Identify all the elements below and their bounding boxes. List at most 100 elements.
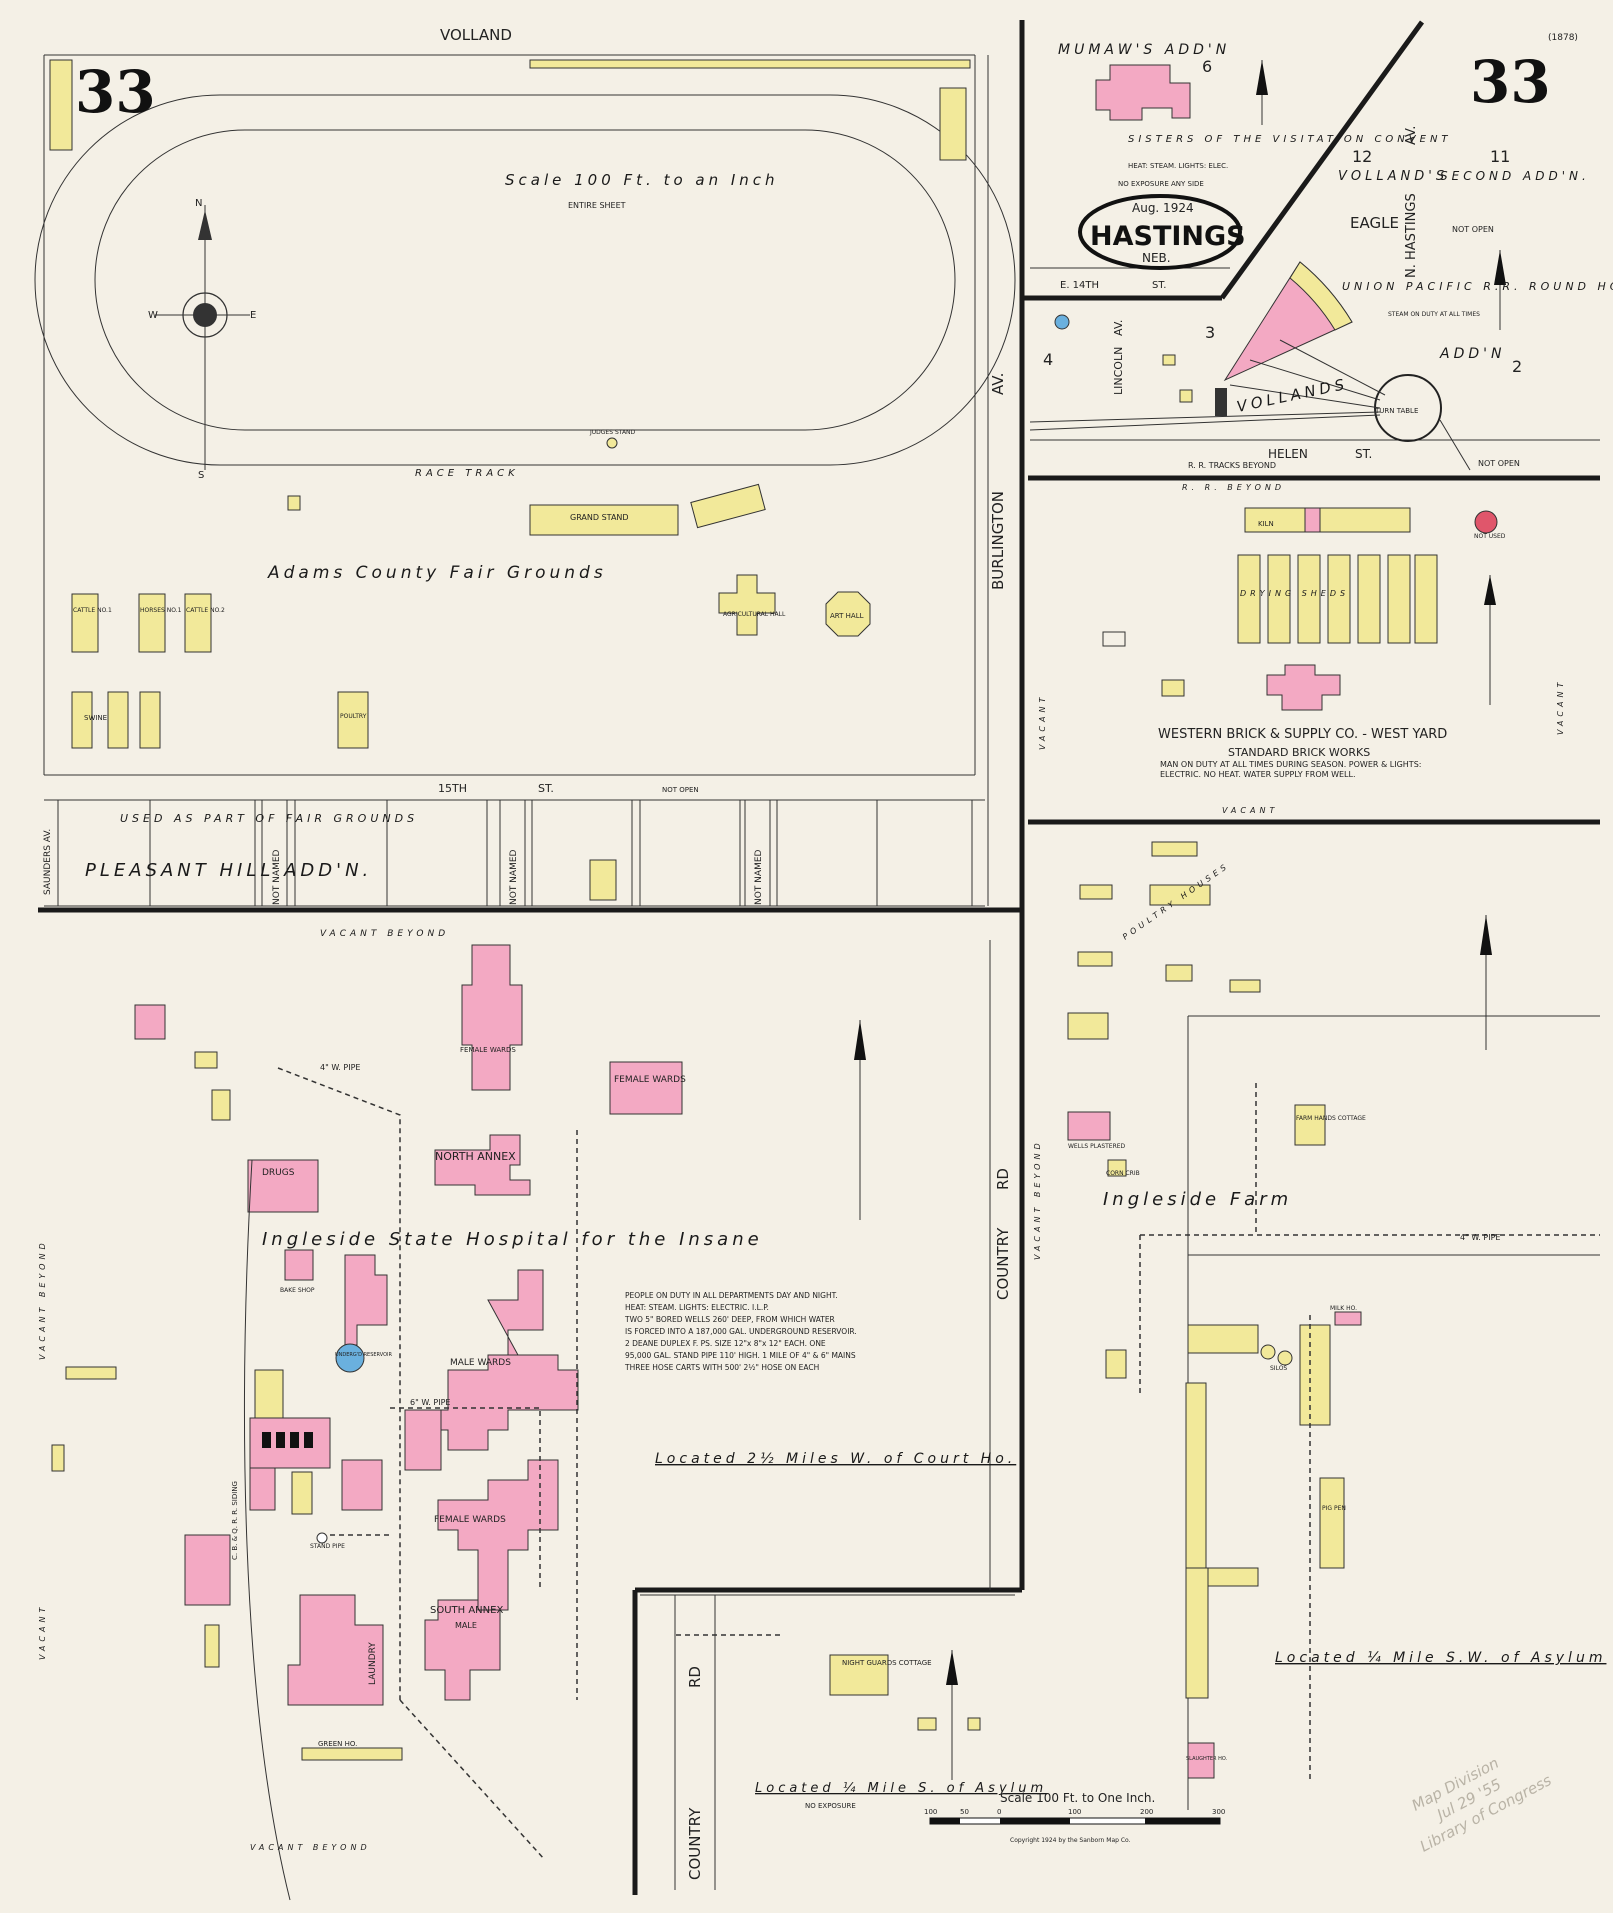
grand-stand-label: GRAND STAND: [570, 513, 629, 522]
scale-tick-4: 100: [1068, 1808, 1081, 1816]
cow-barn: [1299, 1324, 1331, 1426]
street-country-rd-b: RD: [994, 1168, 1012, 1190]
night-guards-label: NIGHT GUARDS COTTAGE: [842, 1659, 932, 1667]
long-shed-2: [1185, 1567, 1209, 1699]
brickworks-name: WESTERN BRICK & SUPPLY CO. - WEST YARD: [1158, 727, 1447, 742]
shed-2: [51, 1444, 65, 1472]
ingleside-farm: [1067, 841, 1600, 1780]
south-annex: [424, 1599, 501, 1701]
lot-shed: [589, 859, 617, 901]
north-annex: [434, 1134, 531, 1196]
kiln-label: KILN: [1258, 520, 1274, 528]
street-saunders: SAUNDERS AV.: [43, 829, 53, 895]
convent-exposure: NO EXPOSURE ANY SIDE: [1118, 180, 1204, 188]
north-arrow-icon-5: [1480, 915, 1492, 955]
art-hall-label: ART HALL: [830, 612, 864, 620]
green-house: [301, 1747, 403, 1761]
roundhouse-name: UNION PACIFIC R.R. ROUND HO.: [1342, 280, 1613, 293]
scale-tick-2: 50: [960, 1808, 969, 1816]
block-11: 11: [1490, 147, 1510, 166]
convent-note: HEAT: STEAM. LIGHTS: ELEC.: [1128, 162, 1228, 170]
wells-label: WELLS PLASTERED: [1068, 1143, 1126, 1150]
convent-name: SISTERS OF THE VISITATION CONVENT: [1128, 134, 1452, 145]
swine-barn-1: [71, 691, 93, 749]
sheet-number-left: 33: [75, 58, 156, 126]
vacant-beyond-west: VACANT BEYOND: [38, 1239, 47, 1360]
press-room: [1266, 664, 1341, 711]
poultry-house: [337, 691, 369, 749]
block-3: 3: [1205, 323, 1215, 342]
male-label: MALE: [455, 1621, 477, 1630]
pleasant-hill-addn: PLEASANT HILL ADD'N.: [85, 860, 372, 881]
female-wards-east: [609, 1061, 683, 1115]
vacant-beyond-south: VACANT BEYOND: [250, 1843, 371, 1852]
night-guards-exposure: NO EXPOSURE: [805, 1802, 856, 1810]
street-helen: HELEN: [1268, 447, 1308, 461]
drying-shed-2: [1267, 554, 1291, 644]
drugs-building: [247, 1159, 319, 1213]
vacant-brickworks: VACANT: [1222, 806, 1278, 815]
box: [1102, 631, 1126, 647]
water-tank: [1054, 314, 1070, 330]
siding-label: C. B. & Q. R. R. SIDING: [231, 1481, 239, 1560]
used-as-part: USED AS PART OF FAIR GROUNDS: [120, 812, 418, 825]
rr-siding: [244, 1159, 291, 1901]
female-wards-east-label: FEMALE WARDS: [614, 1075, 686, 1085]
pipe-4-label: 4" W. PIPE: [320, 1063, 360, 1072]
year-mark: (1878): [1548, 33, 1578, 43]
pipe-6-label: 6" W. PIPE: [410, 1398, 450, 1407]
title-cartouche: [1078, 194, 1242, 270]
sheet-number-right: 33: [1470, 48, 1551, 116]
city-name: HASTINGS: [1090, 221, 1246, 252]
note-7: THREE HOSE CARTS WITH 500' 2½" HOSE ON E…: [624, 1363, 819, 1372]
farm-pipe-label: 4" W. PIPE: [1460, 1233, 1500, 1242]
rr-shed-2: [1179, 389, 1193, 403]
judges-stand-label: JUDGES STAND: [589, 429, 636, 436]
kiln-circle: [1474, 510, 1498, 534]
barn: [1187, 1324, 1259, 1354]
kitchen: [341, 1459, 383, 1511]
female-wards-south: [437, 1459, 559, 1611]
rr-tracks-beyond: R. R. TRACKS BEYOND: [1188, 461, 1276, 470]
agricultural-hall-label: AGRICULTURAL HALL: [723, 611, 786, 618]
svg-text:S: S: [198, 470, 204, 481]
not-open-15th: NOT OPEN: [662, 786, 699, 794]
poultry-label: POULTRY: [340, 713, 367, 720]
corner-building: [939, 87, 967, 161]
street-country-rd: COUNTRY: [994, 1227, 1012, 1300]
judges-stand: [606, 437, 618, 449]
scale-bar: [929, 1817, 1221, 1825]
not-named-1: NOT NAMED: [272, 849, 282, 905]
north-annex-label: NORTH ANNEX: [435, 1150, 516, 1163]
turntable-label: TURN TABLE: [1374, 407, 1418, 415]
corn-crib-label: CORN CRIB: [1106, 1170, 1140, 1177]
convent-building: [1095, 64, 1191, 121]
fairgrounds: N W E S: [34, 59, 1016, 749]
roundhouse-yard: [1029, 250, 1506, 471]
vacant-beyond-top: VACANT BEYOND: [320, 929, 449, 939]
note-3: TWO 5" BORED WELLS 260' DEEP, FROM WHICH…: [624, 1315, 835, 1324]
vollands-addn: VOLLAND'S: [1338, 169, 1448, 184]
stand-pipe: [316, 1532, 328, 1544]
note-4: IS FORCED INTO A 187,000 GAL. UNDERGROUN…: [625, 1327, 857, 1336]
vacant-west-brick: VACANT: [1038, 694, 1047, 750]
milk-ho-label: MILK HO.: [1330, 1305, 1357, 1312]
street-n-hastings: N. HASTINGS: [1404, 193, 1419, 278]
vacant-beyond-farm: VACANT BEYOND: [1033, 1139, 1042, 1260]
small-shed: [287, 495, 301, 511]
svg-text:N: N: [195, 198, 202, 209]
block-12: 12: [1352, 147, 1372, 166]
hospital-title: Ingleside State Hospital for the Insane: [262, 1229, 763, 1250]
shed: [65, 1366, 117, 1380]
street-e14th-st: ST.: [1152, 280, 1166, 291]
scale-sub: ENTIRE SHEET: [568, 201, 626, 210]
store-room: [291, 1471, 313, 1515]
small-structure: [1215, 388, 1227, 416]
scale-heading: Scale 100 Ft. to an Inch: [505, 171, 779, 189]
drying-shed-3: [1297, 554, 1321, 644]
street-helen-st: ST.: [1355, 447, 1372, 461]
street-n-hastings-av: AV.: [1404, 126, 1419, 145]
drying-shed-7: [1414, 554, 1438, 644]
state-name: NEB.: [1142, 251, 1171, 265]
